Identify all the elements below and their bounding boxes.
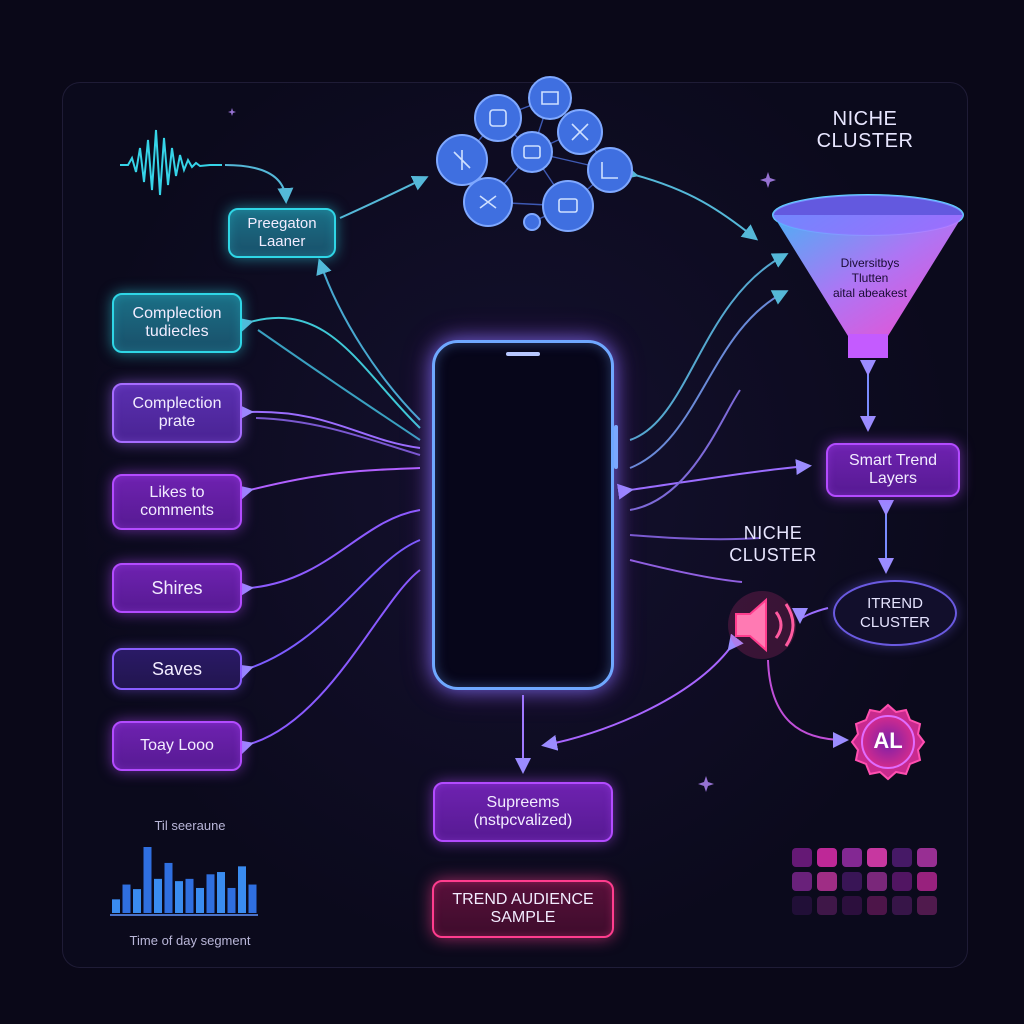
heatmap-cell bbox=[892, 896, 912, 915]
chart-bar bbox=[185, 878, 194, 913]
bar-chart-icon bbox=[110, 847, 258, 916]
phone-screen bbox=[432, 340, 614, 690]
heatmap-cell bbox=[917, 848, 937, 867]
chart-caption: Time of day segment bbox=[129, 933, 251, 948]
funnel-icon bbox=[772, 194, 964, 358]
chart-title: Til seeraune bbox=[154, 818, 226, 833]
metric-box-completion-tudiecles[interactable]: Complection tudiecles bbox=[112, 293, 242, 353]
heatmap-cell bbox=[792, 848, 812, 867]
heatmap-cell bbox=[842, 848, 862, 867]
funnel-label: Diversitbys Tlutten aital abeakest bbox=[832, 256, 908, 300]
chart-bar bbox=[175, 881, 183, 913]
heatmap-cell bbox=[892, 848, 912, 867]
metric-box-shires[interactable]: Shires bbox=[112, 563, 242, 613]
heatmap-cell bbox=[867, 848, 887, 867]
niche-cluster-title: NICHE CLUSTER bbox=[816, 108, 914, 152]
metric-box-saves[interactable]: Saves bbox=[112, 648, 242, 690]
chart-bar bbox=[122, 884, 131, 913]
heatmap-cell bbox=[867, 896, 887, 915]
chart-bar bbox=[217, 872, 225, 913]
chart-bar bbox=[238, 866, 246, 913]
heatmap-cell bbox=[892, 872, 912, 891]
metric-box-likes-to-comments[interactable]: Likes to comments bbox=[112, 474, 242, 530]
heatmap-cell bbox=[792, 872, 812, 891]
phone-side-button bbox=[614, 425, 618, 469]
heatmap-cell bbox=[917, 896, 937, 915]
chart-bar bbox=[143, 847, 152, 913]
chart-bar bbox=[133, 889, 141, 913]
metric-box-toay-looo[interactable]: Toay Looo bbox=[112, 721, 242, 771]
trend-audience-sample-box[interactable]: TREND AUDIENCE SAMPLE bbox=[432, 880, 614, 938]
chart-bar bbox=[196, 887, 204, 913]
ai-badge-icon bbox=[850, 703, 926, 781]
trend-cluster-node[interactable]: ITREND CLUSTER bbox=[833, 580, 957, 646]
heatmap-cell bbox=[917, 872, 937, 891]
heatmap-cell bbox=[842, 896, 862, 915]
ai-badge-label: AL bbox=[873, 728, 903, 753]
network-icon bbox=[436, 76, 633, 232]
chart-bar bbox=[164, 862, 173, 913]
chart-bar bbox=[227, 887, 236, 913]
smart-trend-layers-box[interactable]: Smart Trend Layers bbox=[826, 443, 960, 497]
heatmap-icon bbox=[792, 848, 937, 915]
waveform-icon bbox=[120, 129, 222, 196]
metric-box-completion-prate[interactable]: Complection prate bbox=[112, 383, 242, 443]
heatmap-cell bbox=[817, 896, 837, 915]
niche-cluster-label: NICHE CLUSTER bbox=[729, 523, 817, 565]
chart-bar bbox=[112, 899, 120, 913]
heatmap-cell bbox=[817, 848, 837, 867]
phone-speaker-icon bbox=[506, 352, 540, 356]
chart-bar bbox=[248, 884, 257, 913]
supremes-box[interactable]: Supreems (nstpcvalized) bbox=[433, 782, 613, 842]
propagation-layer-box[interactable]: Preegaton Laaner bbox=[228, 208, 336, 258]
speaker-icon bbox=[728, 591, 796, 659]
heatmap-cell bbox=[817, 872, 837, 891]
chart-bar bbox=[206, 874, 215, 913]
chart-bar bbox=[154, 878, 162, 913]
heatmap-cell bbox=[792, 896, 812, 915]
heatmap-cell bbox=[867, 872, 887, 891]
heatmap-cell bbox=[842, 872, 862, 891]
